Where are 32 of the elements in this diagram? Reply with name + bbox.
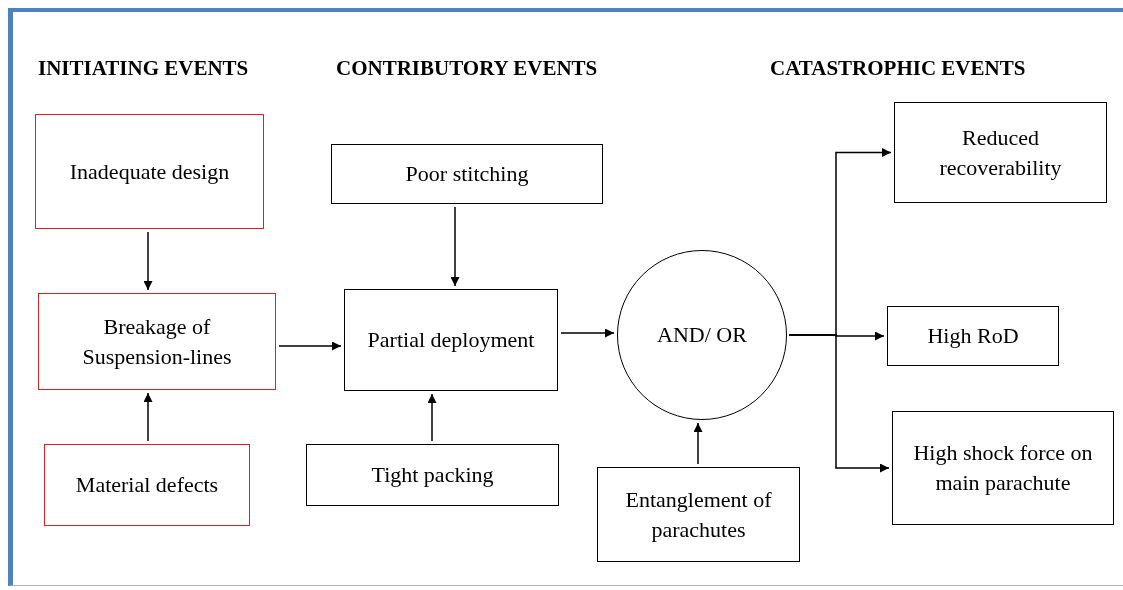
arrow — [788, 334, 890, 473]
event-box — [597, 467, 800, 562]
event-box — [44, 444, 250, 526]
arrow — [560, 328, 615, 338]
event-text: Partial deployment — [367, 326, 535, 355]
event-box — [306, 444, 559, 506]
column-heading: CATASTROPHIC EVENTS — [770, 56, 1026, 81]
event-box — [35, 114, 264, 229]
event-text: High shock force on main parachute — [912, 439, 1094, 497]
arrow — [450, 206, 460, 287]
event-text: Entanglement of parachutes — [624, 485, 773, 544]
event-text: Tight packing — [371, 461, 494, 490]
event-box — [331, 144, 603, 204]
event-text: Breakage of Suspension-lines — [81, 312, 233, 371]
event-box — [344, 289, 558, 391]
event-box — [892, 411, 1114, 525]
event-box — [887, 306, 1059, 366]
event-text: Poor stitching — [405, 160, 529, 189]
arrow — [278, 341, 342, 351]
column-heading: INITIATING EVENTS — [38, 56, 249, 81]
arrow — [143, 392, 153, 442]
event-text: High RoD — [927, 322, 1019, 351]
event-text: Inadequate design — [69, 157, 230, 186]
event-box — [894, 102, 1107, 203]
arrow — [693, 422, 703, 465]
event-box — [38, 293, 276, 390]
arrow — [143, 231, 153, 291]
event-text: Material defects — [75, 471, 219, 500]
event-text: Reduced recoverability — [938, 123, 1063, 182]
event-text: AND/ OR — [657, 321, 747, 350]
arrow — [427, 393, 437, 442]
column-heading: CONTRIBUTORY EVENTS — [336, 56, 598, 81]
